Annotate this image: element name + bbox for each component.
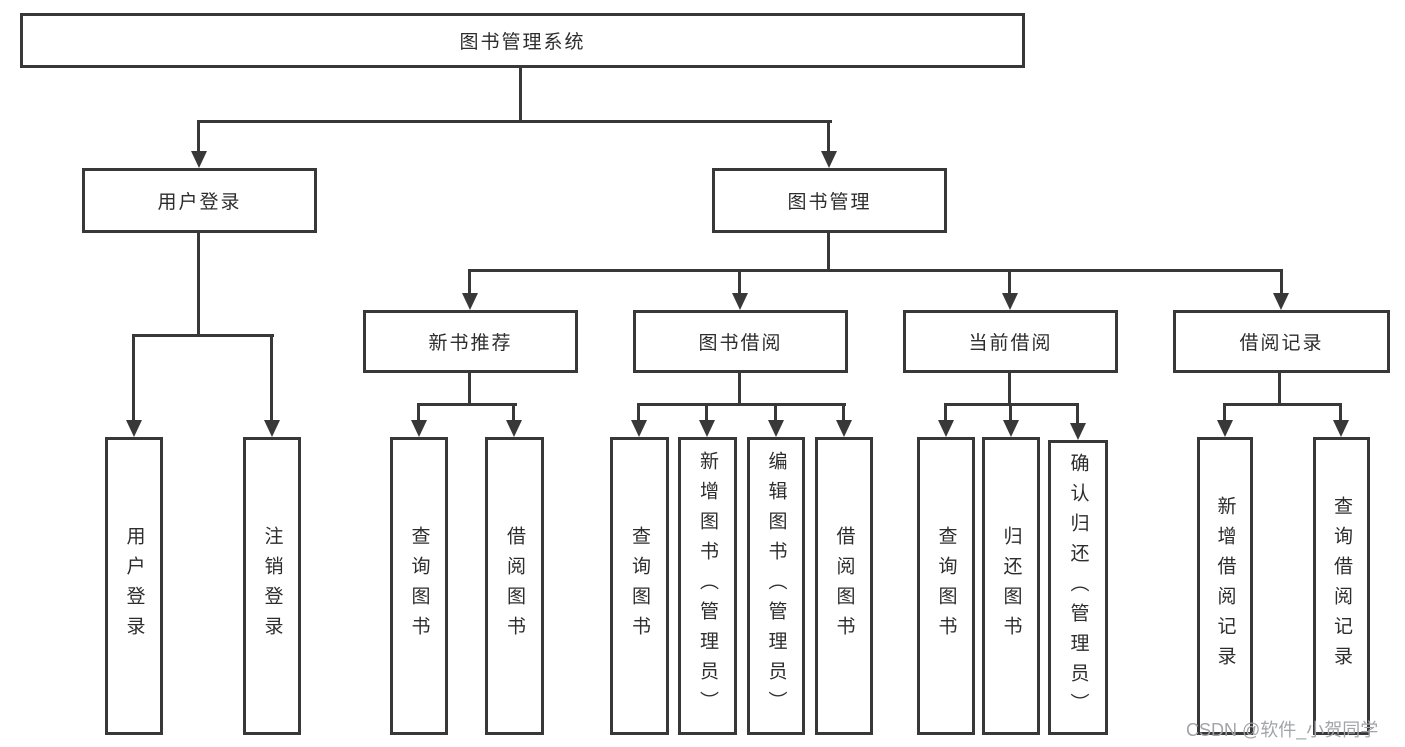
node-label: 借阅图书 <box>833 526 855 646</box>
leaf-logout: 注销登录 <box>243 437 301 735</box>
connector-line <box>197 233 200 336</box>
connector-line <box>132 334 274 337</box>
arrow-down-icon <box>1070 423 1086 440</box>
csdn-watermark: CSDN @软件_小贺同学 <box>1186 720 1379 740</box>
arrow-down-icon <box>1273 293 1289 310</box>
arrow-down-icon <box>821 151 837 168</box>
node-label: 新书推荐 <box>428 333 513 354</box>
node-label: 借阅记录 <box>1239 333 1324 354</box>
leaf-user-login: 用户登录 <box>105 437 163 735</box>
node-label: 图书借阅 <box>698 333 783 354</box>
connector-line <box>468 373 471 406</box>
connector-line <box>738 269 741 298</box>
leaf-nbr-borrow-books: 借阅图书 <box>485 437 544 735</box>
node-label: 查询图书 <box>629 526 650 646</box>
node-current-borrow: 当前借阅 <box>903 310 1118 373</box>
arrow-down-icon <box>768 420 784 437</box>
connector-line <box>270 334 273 424</box>
connector-line <box>944 403 947 424</box>
arrow-down-icon <box>411 420 427 437</box>
connector-line <box>1278 373 1281 406</box>
connector-line <box>774 403 777 424</box>
connector-line <box>1280 269 1283 298</box>
arrow-down-icon <box>462 293 478 310</box>
leaf-bb-borrow-books: 借阅图书 <box>815 437 873 735</box>
arrow-down-icon <box>191 151 207 168</box>
connector-line <box>827 120 830 154</box>
connector-line <box>637 403 846 406</box>
connector-line <box>1009 403 1012 424</box>
connector-line <box>197 120 832 123</box>
connector-line <box>417 403 517 406</box>
connector-line <box>827 233 830 272</box>
connector-line <box>637 403 640 424</box>
arrow-down-icon <box>836 420 852 437</box>
connector-line <box>1008 269 1011 298</box>
connector-line <box>1223 403 1226 424</box>
arrow-down-icon <box>631 420 647 437</box>
node-new-book-recommend: 新书推荐 <box>363 310 578 373</box>
arrow-down-icon <box>1003 420 1019 437</box>
node-label: 注销登录 <box>261 526 283 646</box>
connector-line <box>1339 403 1342 424</box>
node-label: 用户登录 <box>157 192 242 213</box>
connector-line <box>132 334 135 424</box>
arrow-down-icon <box>264 420 280 437</box>
node-user-login: 用户登录 <box>82 168 317 233</box>
node-library-management-system: 图书管理系统 <box>20 13 1025 68</box>
node-label: 编辑图书（管理员） <box>765 451 787 721</box>
arrow-down-icon <box>1217 420 1233 437</box>
connector-line <box>1008 373 1011 406</box>
arrow-down-icon <box>126 420 142 437</box>
leaf-cb-query-books: 查询图书 <box>917 437 975 735</box>
leaf-nbr-query-books: 查询图书 <box>390 437 448 735</box>
arrow-down-icon <box>1002 293 1018 310</box>
node-label: 新增图书（管理员） <box>697 451 718 721</box>
arrow-down-icon <box>938 420 954 437</box>
connector-line <box>1076 403 1079 427</box>
node-label: 图书管理 <box>787 192 872 213</box>
connector-line <box>519 68 522 123</box>
leaf-bb-edit-books-admin: 编辑图书（管理员） <box>747 437 805 735</box>
node-label: 查询图书 <box>408 526 430 646</box>
node-label: 查询借阅记录 <box>1331 496 1352 676</box>
arrow-down-icon <box>506 420 522 437</box>
connector-line <box>468 269 471 298</box>
node-book-management: 图书管理 <box>712 168 947 233</box>
node-label: 当前借阅 <box>968 333 1053 354</box>
leaf-cb-confirm-return-admin: 确认归还（管理员） <box>1048 440 1108 735</box>
leaf-br-add-record: 新增借阅记录 <box>1197 437 1253 735</box>
leaf-cb-return-books: 归还图书 <box>982 437 1040 735</box>
connector-line <box>512 403 515 424</box>
node-label: 用户登录 <box>123 526 145 646</box>
connector-line <box>738 373 741 406</box>
leaf-bb-query-books: 查询图书 <box>610 437 669 735</box>
arrow-down-icon <box>1333 420 1349 437</box>
connector-line <box>842 403 845 424</box>
leaf-bb-add-books-admin: 新增图书（管理员） <box>678 437 737 735</box>
node-label: 借阅图书 <box>504 526 525 646</box>
connector-line <box>468 269 1283 272</box>
arrow-down-icon <box>699 420 715 437</box>
leaf-br-query-record: 查询借阅记录 <box>1313 437 1370 735</box>
node-label: 确认归还（管理员） <box>1067 452 1089 723</box>
connector-line <box>417 403 420 424</box>
node-label: 新增借阅记录 <box>1214 496 1236 676</box>
connector-line <box>705 403 708 424</box>
node-label: 图书管理系统 <box>459 32 586 53</box>
arrow-down-icon <box>732 293 748 310</box>
connector-line <box>1223 403 1342 406</box>
node-label: 归还图书 <box>1000 526 1022 646</box>
node-borrow-records: 借阅记录 <box>1173 310 1390 373</box>
connector-line <box>197 120 200 154</box>
node-book-borrow: 图书借阅 <box>633 310 848 373</box>
node-label: 查询图书 <box>935 526 957 646</box>
